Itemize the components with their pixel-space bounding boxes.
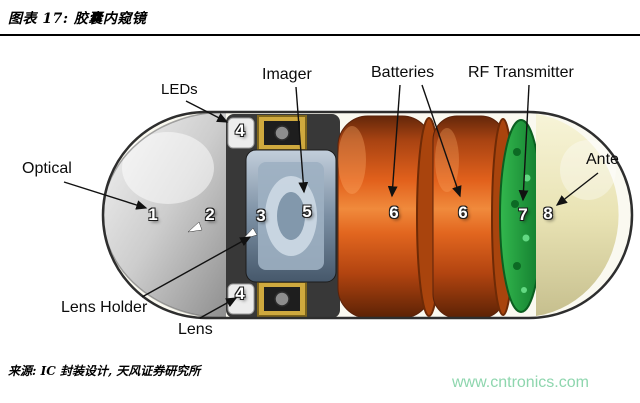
site-watermark[interactable]: www.cntronics.com	[452, 374, 589, 391]
leader-lens	[199, 297, 238, 319]
led-module-top	[227, 117, 255, 149]
battery-left-cylinder	[337, 115, 433, 319]
label-lens: Lens	[178, 321, 213, 338]
leader-leds	[185, 100, 229, 123]
capsule-outline	[101, 110, 634, 320]
label-antenna: Ante	[586, 151, 619, 168]
number-lens-holder: 3	[256, 206, 266, 225]
gold-bracket-top	[257, 115, 307, 151]
leader-antenna	[555, 172, 599, 206]
label-lens-holder: Lens Holder	[61, 299, 148, 316]
optical-dome	[102, 111, 227, 319]
label-rf-transmitter: RF Transmitter	[468, 64, 574, 81]
leader-battery-right	[421, 84, 462, 198]
number-imager: 5	[302, 202, 312, 221]
number-rf-transmitter: 7	[518, 205, 528, 224]
pointer-arrow-2	[187, 221, 203, 233]
leader-optical	[63, 181, 148, 210]
leader-lens-holder	[141, 236, 252, 298]
title-underline	[0, 34, 640, 36]
label-leds: LEDs	[161, 81, 198, 98]
leader-imager	[295, 86, 309, 194]
leader-battery-left	[387, 84, 401, 198]
number-dome-edge: 2	[205, 205, 215, 224]
label-optical: Optical	[22, 160, 72, 177]
lens-housing	[245, 149, 337, 283]
leader-rf	[518, 84, 530, 202]
number-optical-dome: 1	[148, 205, 158, 224]
antenna-dome	[536, 114, 619, 316]
label-imager: Imager	[262, 66, 312, 83]
gold-bracket-bottom	[257, 281, 307, 317]
number-led-bottom: 4	[235, 284, 245, 303]
number-battery-left: 6	[389, 203, 399, 222]
number-antenna: 8	[543, 204, 553, 223]
number-battery-right: 6	[458, 203, 468, 222]
leader-lines	[63, 84, 599, 319]
figure-title: 图表 17: 胶囊内窥镜	[8, 11, 147, 27]
number-led-top: 4	[235, 121, 245, 140]
source-note: 来源: IC 封装设计, 天风证券研究所	[8, 364, 201, 378]
label-batteries: Batteries	[371, 64, 435, 81]
